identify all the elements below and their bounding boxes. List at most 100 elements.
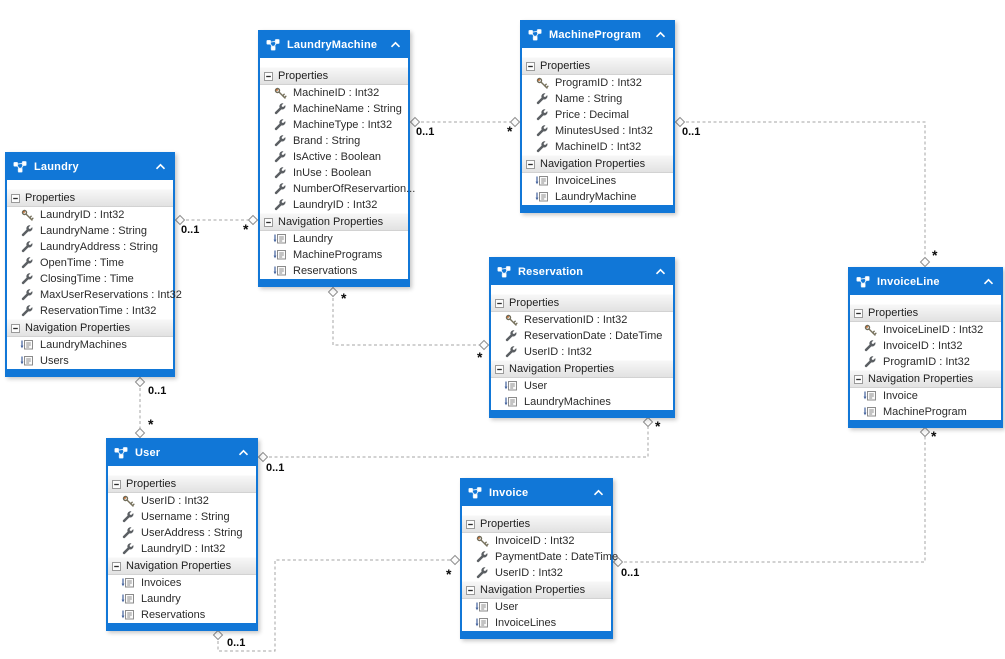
navigation-property-row[interactable]: Laundry bbox=[108, 591, 256, 607]
property-row[interactable]: MachineID : Int32 bbox=[522, 139, 673, 155]
property-row[interactable]: LaundryID : Int32 bbox=[108, 541, 256, 557]
property-row[interactable]: MachineType : Int32 bbox=[260, 117, 408, 133]
properties-section-header[interactable]: Properties bbox=[491, 294, 673, 312]
property-row[interactable]: ReservationID : Int32 bbox=[491, 312, 673, 328]
property-row[interactable]: InvoiceID : Int32 bbox=[850, 338, 1001, 354]
navigation-property-row[interactable]: InvoiceLines bbox=[462, 615, 611, 631]
chevron-up-icon[interactable] bbox=[238, 449, 249, 457]
entity-reservation[interactable]: Reservation Properties ReservationID : I… bbox=[489, 257, 675, 418]
collapse-minus-icon[interactable] bbox=[11, 323, 20, 333]
entity-header[interactable]: Reservation bbox=[491, 259, 673, 285]
chevron-up-icon[interactable] bbox=[593, 489, 604, 497]
collapse-minus-icon[interactable] bbox=[495, 298, 504, 308]
property-row[interactable]: ReservationDate : DateTime bbox=[491, 328, 673, 344]
property-row[interactable]: UserID : Int32 bbox=[462, 565, 611, 581]
property-row[interactable]: MaxUserReservations : Int32 bbox=[7, 287, 182, 303]
chevron-up-icon[interactable] bbox=[155, 163, 166, 171]
property-row[interactable]: InvoiceID : Int32 bbox=[462, 533, 611, 549]
property-row[interactable]: IsActive : Boolean bbox=[260, 149, 408, 165]
entity-header[interactable]: User bbox=[108, 440, 256, 466]
properties-section-header[interactable]: Properties bbox=[7, 189, 173, 207]
entity-header[interactable]: InvoiceLine bbox=[850, 269, 1001, 295]
property-row[interactable]: LaundryAddress : String bbox=[7, 239, 173, 255]
collapse-minus-icon[interactable] bbox=[112, 561, 121, 571]
entity-header[interactable]: Invoice bbox=[462, 480, 611, 506]
property-row[interactable]: InUse : Boolean bbox=[260, 165, 408, 181]
collapse-minus-icon[interactable] bbox=[264, 71, 273, 81]
association-line-invoice-invoiceline[interactable] bbox=[613, 427, 926, 563]
properties-section-header[interactable]: Properties bbox=[522, 57, 673, 75]
navigation-section-header[interactable]: Navigation Properties bbox=[108, 557, 256, 575]
entity-laundrymachine[interactable]: LaundryMachine Properties MachineID : In… bbox=[258, 30, 415, 287]
collapse-minus-icon[interactable] bbox=[264, 217, 273, 227]
properties-section-header[interactable]: Properties bbox=[108, 475, 256, 493]
property-row[interactable]: OpenTime : Time bbox=[7, 255, 173, 271]
chevron-up-icon[interactable] bbox=[983, 278, 994, 286]
navigation-property-row[interactable]: Users bbox=[7, 353, 173, 369]
properties-section-header[interactable]: Properties bbox=[850, 304, 1001, 322]
navigation-property-row[interactable]: MachineProgram bbox=[850, 404, 1001, 420]
entity-header[interactable]: Laundry bbox=[7, 154, 173, 180]
navigation-property-row[interactable]: Reservations bbox=[108, 607, 256, 623]
chevron-up-icon[interactable] bbox=[655, 268, 666, 276]
property-row[interactable]: LaundryName : String bbox=[7, 223, 173, 239]
navigation-property-row[interactable]: User bbox=[491, 378, 673, 394]
entity-header[interactable]: LaundryMachine bbox=[260, 32, 408, 58]
property-row[interactable]: UserID : Int32 bbox=[491, 344, 673, 360]
collapse-minus-icon[interactable] bbox=[466, 519, 475, 529]
navigation-property-row[interactable]: Laundry bbox=[260, 231, 408, 247]
property-row[interactable]: ProgramID : Int32 bbox=[522, 75, 673, 91]
collapse-minus-icon[interactable] bbox=[466, 585, 475, 595]
navigation-property-row[interactable]: InvoiceLines bbox=[522, 173, 673, 189]
property-row[interactable]: MachineName : String bbox=[260, 101, 408, 117]
collapse-minus-icon[interactable] bbox=[11, 193, 20, 203]
navigation-property-row[interactable]: LaundryMachines bbox=[491, 394, 673, 410]
property-row[interactable]: UserID : Int32 bbox=[108, 493, 256, 509]
navigation-section-header[interactable]: Navigation Properties bbox=[491, 360, 673, 378]
navigation-section-header[interactable]: Navigation Properties bbox=[522, 155, 673, 173]
navigation-section-header[interactable]: Navigation Properties bbox=[260, 213, 408, 231]
entity-machineprogram[interactable]: MachineProgram Properties ProgramID : In… bbox=[520, 20, 675, 213]
chevron-up-icon[interactable] bbox=[655, 31, 666, 39]
properties-section-header[interactable]: Properties bbox=[260, 67, 408, 85]
navigation-property-row[interactable]: User bbox=[462, 599, 611, 615]
property-row[interactable]: NumberOfReservartion... bbox=[260, 181, 415, 197]
navigation-property-row[interactable]: Invoices bbox=[108, 575, 256, 591]
property-row[interactable]: UserAddress : String bbox=[108, 525, 256, 541]
property-row[interactable]: Price : Decimal bbox=[522, 107, 673, 123]
property-row[interactable]: PaymentDate : DateTime bbox=[462, 549, 618, 565]
association-line-user-reservation[interactable] bbox=[258, 417, 649, 458]
property-row[interactable]: ProgramID : Int32 bbox=[850, 354, 1001, 370]
navigation-property-row[interactable]: LaundryMachine bbox=[522, 189, 673, 205]
navigation-property-row[interactable]: Reservations bbox=[260, 263, 408, 279]
collapse-minus-icon[interactable] bbox=[495, 364, 504, 374]
property-row[interactable]: MachineID : Int32 bbox=[260, 85, 408, 101]
property-row[interactable]: ReservationTime : Int32 bbox=[7, 303, 173, 319]
navigation-section-header[interactable]: Navigation Properties bbox=[462, 581, 611, 599]
navigation-property-row[interactable]: Invoice bbox=[850, 388, 1001, 404]
association-line-machineprogram-invoiceline[interactable] bbox=[675, 121, 926, 267]
entity-header[interactable]: MachineProgram bbox=[522, 22, 673, 48]
property-row[interactable]: Username : String bbox=[108, 509, 256, 525]
collapse-minus-icon[interactable] bbox=[526, 61, 535, 71]
property-row[interactable]: InvoiceLineID : Int32 bbox=[850, 322, 1001, 338]
navigation-property-row[interactable]: LaundryMachines bbox=[7, 337, 173, 353]
navigation-section-header[interactable]: Navigation Properties bbox=[7, 319, 173, 337]
entity-invoiceline[interactable]: InvoiceLine Properties InvoiceLineID : I… bbox=[848, 267, 1003, 428]
collapse-minus-icon[interactable] bbox=[526, 159, 535, 169]
property-row[interactable]: Brand : String bbox=[260, 133, 408, 149]
association-line-laundrymachine-reservation[interactable] bbox=[332, 287, 489, 346]
property-row[interactable]: ClosingTime : Time bbox=[7, 271, 173, 287]
collapse-minus-icon[interactable] bbox=[854, 374, 863, 384]
property-row[interactable]: LaundryID : Int32 bbox=[260, 197, 408, 213]
property-row[interactable]: MinutesUsed : Int32 bbox=[522, 123, 673, 139]
navigation-section-header[interactable]: Navigation Properties bbox=[850, 370, 1001, 388]
property-row[interactable]: LaundryID : Int32 bbox=[7, 207, 173, 223]
navigation-property-row[interactable]: MachinePrograms bbox=[260, 247, 408, 263]
chevron-up-icon[interactable] bbox=[390, 41, 401, 49]
collapse-minus-icon[interactable] bbox=[112, 479, 121, 489]
